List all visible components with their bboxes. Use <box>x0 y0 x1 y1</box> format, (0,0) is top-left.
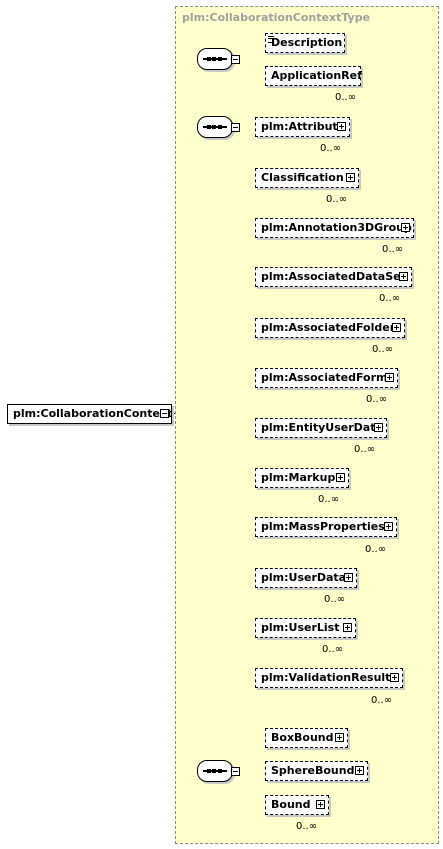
element-label: Bound <box>271 798 311 811</box>
root-element-label: plm:CollaborationContext <box>13 407 173 420</box>
element-label: plm:Markup <box>261 471 336 484</box>
element-plm-massproperties[interactable]: plm:MassProperties <box>255 517 397 537</box>
cardinality-label: 0..∞ <box>324 594 346 605</box>
element-plm-validationresults[interactable]: plm:ValidationResults <box>255 668 403 688</box>
cardinality-label: 0..∞ <box>320 143 342 154</box>
sequence-compositor-2[interactable] <box>197 116 233 138</box>
element-description[interactable]: Description <box>265 33 345 53</box>
element-applicationref[interactable]: ApplicationRef <box>265 66 362 86</box>
element-boxbound[interactable]: BoxBound <box>265 728 348 748</box>
element-classification[interactable]: Classification <box>255 168 359 188</box>
sequence-1-collapse-icon[interactable] <box>231 55 240 64</box>
element-plm-annotation3dgroup[interactable]: plm:Annotation3DGroup <box>255 218 414 238</box>
element-plm-userdata[interactable]: plm:UserData <box>255 568 357 588</box>
cardinality-label: 0..∞ <box>372 344 394 355</box>
sequence-compositor-3[interactable] <box>197 760 233 782</box>
expand-icon[interactable] <box>390 673 399 682</box>
expand-icon[interactable] <box>384 522 393 531</box>
expand-icon[interactable] <box>337 122 346 131</box>
expand-icon[interactable] <box>343 623 352 632</box>
cardinality-label: 0..∞ <box>326 194 348 205</box>
element-label: Description <box>271 36 343 49</box>
element-label: plm:AssociatedDataSet <box>261 270 406 283</box>
root-element[interactable]: plm:CollaborationContext <box>7 404 172 424</box>
cardinality-label: 0..∞ <box>335 92 357 103</box>
cardinality-label: 0..∞ <box>318 494 340 505</box>
cardinality-label: 0..∞ <box>379 293 401 304</box>
expand-icon[interactable] <box>392 323 401 332</box>
element-label: plm:MassProperties <box>261 520 385 533</box>
element-label: plm:AssociatedFolder <box>261 321 396 334</box>
element-plm-userlist[interactable]: plm:UserList <box>255 618 356 638</box>
element-label: plm:ValidationResults <box>261 671 397 684</box>
element-label: SphereBound <box>271 764 355 777</box>
expand-icon[interactable] <box>374 423 383 432</box>
cardinality-label: 0..∞ <box>296 821 318 832</box>
complex-type-title: plm:CollaborationContextType <box>182 11 371 24</box>
collapse-toggle-icon[interactable] <box>160 409 169 418</box>
expand-icon[interactable] <box>336 473 345 482</box>
element-label: plm:Attribute <box>261 120 346 133</box>
cardinality-label: 0..∞ <box>322 644 344 655</box>
element-bound[interactable]: Bound <box>265 795 329 815</box>
element-label: Classification <box>261 171 344 184</box>
element-label: BoxBound <box>271 731 334 744</box>
sequence-3-collapse-icon[interactable] <box>231 767 240 776</box>
element-plm-attribute[interactable]: plm:Attribute <box>255 117 350 137</box>
sequence-compositor-1[interactable] <box>197 48 233 70</box>
element-plm-associateddataset[interactable]: plm:AssociatedDataSet <box>255 267 412 287</box>
cardinality-label: 0..∞ <box>382 244 404 255</box>
element-label: plm:UserData <box>261 571 347 584</box>
element-plm-entityuserdata[interactable]: plm:EntityUserData <box>255 418 387 438</box>
expand-icon[interactable] <box>399 272 408 281</box>
expand-icon[interactable] <box>346 173 355 182</box>
expand-icon[interactable] <box>344 573 353 582</box>
element-label: ApplicationRef <box>271 69 362 82</box>
cardinality-label: 0..∞ <box>365 544 387 555</box>
cardinality-label: 0..∞ <box>371 695 393 706</box>
expand-icon[interactable] <box>401 223 410 232</box>
element-label: plm:AssociatedForm <box>261 371 388 384</box>
expand-icon[interactable] <box>335 733 344 742</box>
expand-icon[interactable] <box>355 766 364 775</box>
sequence-2-collapse-icon[interactable] <box>231 123 240 132</box>
cardinality-label: 0..∞ <box>354 444 376 455</box>
element-label: plm:EntityUserData <box>261 421 383 434</box>
element-plm-associatedfolder[interactable]: plm:AssociatedFolder <box>255 318 405 338</box>
element-plm-markup[interactable]: plm:Markup <box>255 468 349 488</box>
element-label: plm:Annotation3DGroup <box>261 221 412 234</box>
expand-icon[interactable] <box>385 373 394 382</box>
cardinality-label: 0..∞ <box>366 394 388 405</box>
documentation-icon <box>268 36 274 43</box>
element-spherebound[interactable]: SphereBound <box>265 761 368 781</box>
element-plm-associatedform[interactable]: plm:AssociatedForm <box>255 368 398 388</box>
expand-icon[interactable] <box>316 800 325 809</box>
element-label: plm:UserList <box>261 621 340 634</box>
